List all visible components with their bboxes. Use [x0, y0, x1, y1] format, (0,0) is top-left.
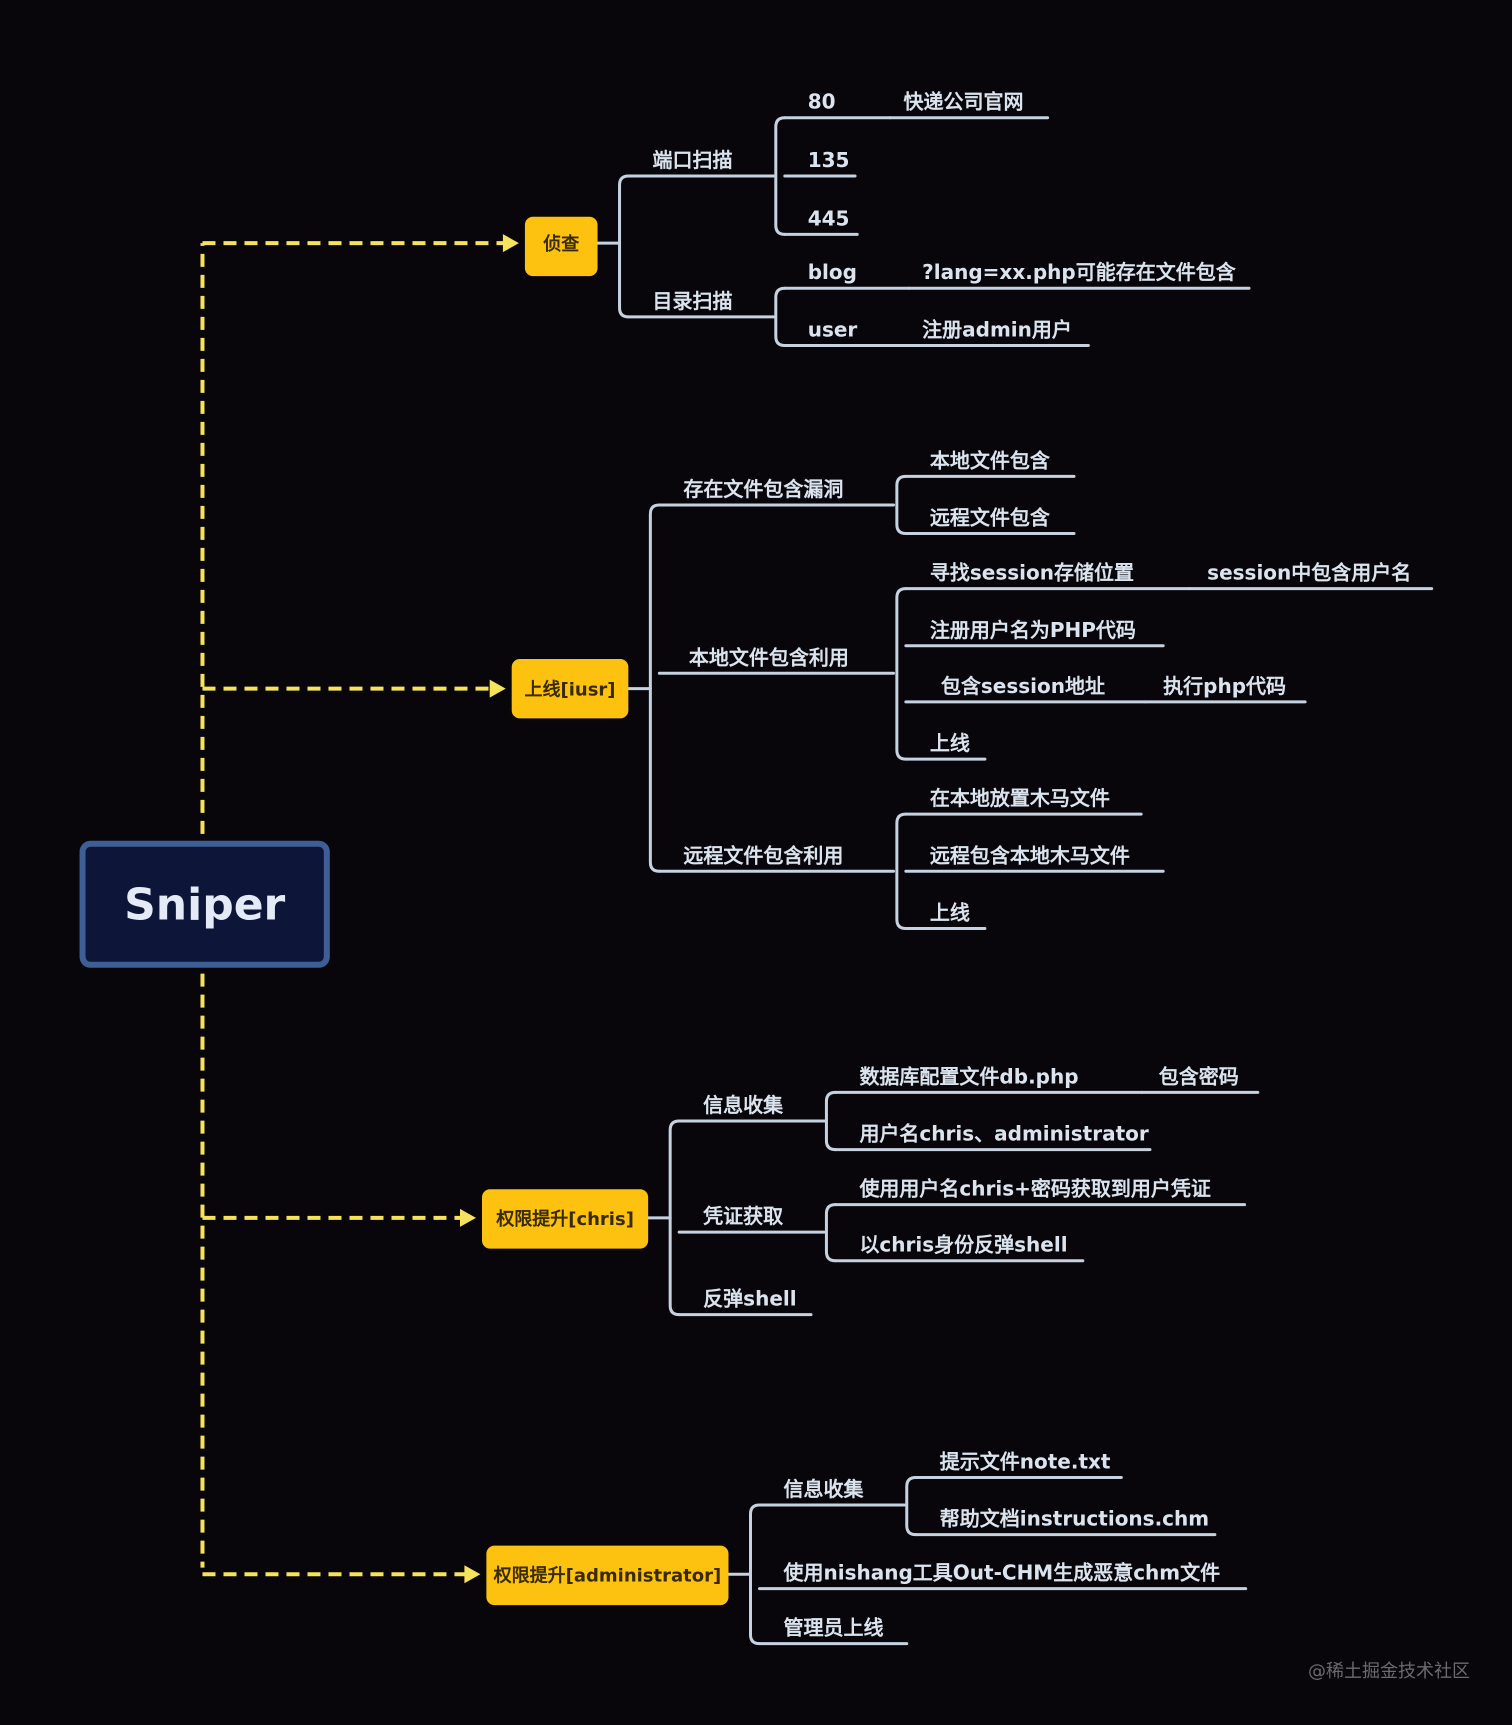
branch-1-node[interactable]	[511, 658, 629, 719]
branch-1-child-1-item-2[interactable]: 包含session地址	[941, 674, 1105, 698]
branch-1-child-2-item-1[interactable]: 远程包含本地木马文件	[930, 843, 1130, 867]
branch-1-child-0-bracket	[895, 474, 908, 536]
branch-0-arrow-icon	[502, 234, 519, 253]
branch-3-child-0[interactable]: 信息收集	[784, 1477, 865, 1501]
branch-2-child-0-bracket	[824, 1090, 837, 1152]
watermark: @稀土掘金技术社区	[1308, 1661, 1470, 1682]
nodes-layer: Sniper 侦查 端口扫描 80 快递公司官网 135 445 目录扫描 blog ?lang=…	[79, 90, 1411, 1640]
branch-0-child-1-item-1-leaf[interactable]: 注册admin用户	[922, 317, 1072, 341]
branch-3-child-1[interactable]: 使用nishang工具Out-CHM生成恶意chm文件	[783, 1561, 1221, 1585]
branch-0-child-0-bracket	[774, 116, 787, 236]
branch-2-child-1-item-1[interactable]: 以chris身份反弹shell	[859, 1233, 1067, 1257]
branch-0-child-0[interactable]: 端口扫描	[653, 148, 733, 172]
branch-2-child-0[interactable]: 信息收集	[703, 1093, 784, 1117]
branch-3-node[interactable]	[486, 1545, 729, 1606]
branch-3-child-0-bracket	[905, 1475, 918, 1537]
branch-0-child-1-bracket	[774, 286, 787, 347]
branch-3-bracket	[748, 1503, 761, 1646]
branch-1-child-2-item-0[interactable]: 在本地放置木马文件	[930, 786, 1110, 810]
branch-2-child-1-bracket	[824, 1203, 837, 1263]
root-label: Sniper	[124, 880, 285, 931]
branch-1-child-0-item-1[interactable]: 远程文件包含	[930, 506, 1051, 530]
branch-0-label: 侦查	[543, 233, 579, 255]
branch-1-bracket	[648, 503, 661, 873]
branch-2-child-0-item-1[interactable]: 用户名chris、administrator	[859, 1122, 1148, 1146]
branch-1-child-2-item-2[interactable]: 上线	[930, 901, 970, 925]
branch-2-bracket	[668, 1119, 681, 1317]
branch-3-arrow-icon	[464, 1565, 481, 1584]
branch-1-child-2[interactable]: 远程文件包含利用	[683, 843, 843, 867]
branch-1-child-1-item-1[interactable]: 注册用户名为PHP代码	[930, 618, 1136, 642]
branch-0-child-0-item-1[interactable]: 135	[808, 148, 850, 172]
branch-1-child-1-bracket	[895, 587, 908, 761]
branch-3-child-0-item-1[interactable]: 帮助文档instructions.chm	[940, 1507, 1209, 1531]
branch-1-child-2-bracket	[895, 812, 908, 931]
branch-2-child-1-item-0[interactable]: 使用用户名chris+密码获取到用户凭证	[858, 1177, 1210, 1201]
branch-2-child-0-item-0-leaf[interactable]: 包含密码	[1159, 1064, 1239, 1088]
branch-1-child-1-item-3[interactable]: 上线	[930, 731, 970, 755]
branch-1-child-1-item-0[interactable]: 寻找session存储位置	[930, 561, 1134, 585]
branch-0-node[interactable]	[524, 216, 598, 277]
branch-3-label: 权限提升[administrator]	[493, 1564, 722, 1586]
branch-2-child-1[interactable]: 凭证获取	[702, 1204, 783, 1228]
branch-1-child-1[interactable]: 本地文件包含利用	[689, 645, 849, 669]
branch-0-child-1-item-0-leaf[interactable]: ?lang=xx.php可能存在文件包含	[922, 260, 1237, 284]
root-node[interactable]	[79, 840, 330, 968]
branch-3-child-0-item-0[interactable]: 提示文件note.txt	[940, 1449, 1111, 1473]
branch-0-child-1-item-0[interactable]: blog	[808, 260, 857, 284]
branch-3-child-2[interactable]: 管理员上线	[784, 1616, 884, 1640]
branch-1-child-1-item-0-leaf[interactable]: session中包含用户名	[1207, 561, 1411, 585]
branch-1-label: 上线[iusr]	[525, 679, 616, 701]
branch-1-child-1-item-2-leaf[interactable]: 执行php代码	[1163, 674, 1286, 698]
branch-0-child-0-item-2[interactable]: 445	[808, 206, 850, 230]
branch-2-arrow-icon	[459, 1208, 476, 1227]
branch-0-child-0-item-0[interactable]: 80	[808, 90, 836, 114]
branch-0-bracket	[618, 174, 631, 319]
branch-2-label: 权限提升[chris]	[495, 1208, 634, 1230]
connector-lines	[200, 116, 1434, 1646]
branch-0-child-1-item-1[interactable]: user	[808, 317, 858, 341]
branch-0-child-0-item-0-leaf[interactable]: 快递公司官网	[903, 90, 1023, 114]
branch-2-node[interactable]	[481, 1189, 649, 1249]
branch-2-child-2[interactable]: 反弹shell	[703, 1287, 796, 1311]
branch-1-arrow-icon	[489, 679, 506, 698]
branch-0-child-1[interactable]: 目录扫描	[653, 289, 733, 313]
branch-2-child-0-item-0[interactable]: 数据库配置文件db.php	[859, 1064, 1078, 1088]
branch-1-child-0-item-0[interactable]: 本地文件包含	[930, 448, 1051, 472]
branch-1-child-0[interactable]: 存在文件包含漏洞	[683, 477, 843, 501]
